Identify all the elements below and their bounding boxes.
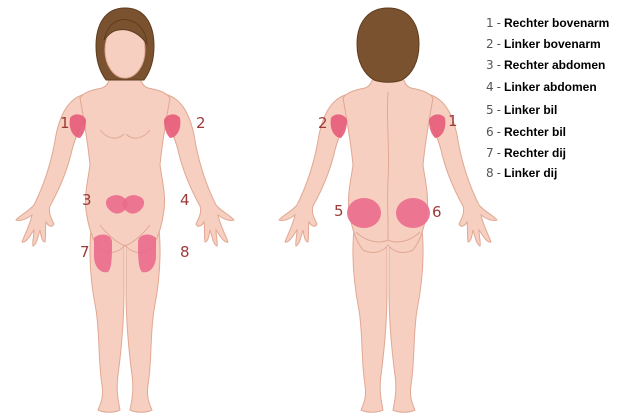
back-hair	[356, 7, 420, 83]
front-left-arm	[165, 94, 235, 247]
legend-item: 7-Rechter dij	[486, 144, 566, 162]
legend-number: 2	[486, 37, 494, 51]
legend-item: 1-Rechter bovenarm	[486, 14, 609, 32]
legend-label: Rechter bovenarm	[503, 16, 610, 30]
legend-label: Linker bovenarm	[503, 37, 601, 51]
legend-label: Rechter bil	[503, 125, 566, 139]
front-area-1-right-upper-arm	[69, 114, 86, 138]
legend-dash: -	[496, 80, 501, 94]
back-marker-1: 1	[448, 112, 458, 130]
legend-item: 2-Linker bovenarm	[486, 35, 601, 53]
front-area-8-left-thigh	[138, 234, 156, 273]
legend-dash: -	[496, 16, 501, 30]
front-marker-7: 7	[80, 243, 90, 261]
legend-dash: -	[496, 125, 501, 139]
legend-dash: -	[496, 37, 501, 51]
back-area-2-left-upper-arm	[330, 114, 347, 138]
front-marker-1: 1	[60, 114, 70, 132]
back-right-arm	[428, 94, 498, 247]
legend-label: Linker abdomen	[503, 80, 597, 94]
front-marker-4: 4	[180, 191, 190, 209]
front-marker-2: 2	[196, 114, 206, 132]
legend-item: 6-Rechter bil	[486, 123, 566, 141]
legend-number: 6	[486, 125, 494, 139]
front-torso	[79, 69, 171, 253]
front-area-3-right-abdomen	[105, 195, 128, 214]
back-buttocks-line	[355, 218, 421, 243]
legend-label: Linker dij	[503, 166, 558, 180]
front-area-2-left-upper-arm	[164, 114, 181, 138]
front-hair-fringe	[103, 19, 148, 46]
legend-dash: -	[496, 146, 501, 160]
front-pelvis-line	[99, 224, 151, 247]
back-area-1-right-upper-arm	[429, 114, 446, 138]
back-area-6-right-buttock	[396, 198, 430, 228]
legend-number: 7	[486, 146, 494, 160]
back-marker-6: 6	[432, 203, 442, 221]
front-marker-3: 3	[82, 191, 92, 209]
legend-item: 8-Linker dij	[486, 164, 557, 182]
legend-number: 1	[486, 16, 494, 30]
back-body-figure	[278, 7, 498, 413]
front-body-figure	[15, 7, 235, 413]
legend-number: 8	[486, 166, 494, 180]
front-marker-8: 8	[180, 243, 190, 261]
back-marker-5: 5	[334, 202, 344, 220]
legend-label: Rechter abdomen	[503, 58, 606, 72]
legend-number: 3	[486, 58, 494, 72]
back-spine-line	[386, 91, 390, 226]
front-area-4-left-abdomen	[122, 195, 145, 214]
legend-label: Rechter dij	[503, 146, 566, 160]
legend-item: 4-Linker abdomen	[486, 78, 597, 96]
legend-dash: -	[496, 103, 501, 117]
legend-item: 3-Rechter abdomen	[486, 56, 605, 74]
legend-number: 5	[486, 103, 494, 117]
legend-dash: -	[496, 58, 501, 72]
back-marker-2: 2	[318, 114, 328, 132]
back-right-leg	[388, 219, 424, 413]
legend-item: 5-Linker bil	[486, 101, 557, 119]
back-left-leg	[352, 219, 388, 413]
legend-dash: -	[496, 166, 501, 180]
front-area-7-right-thigh	[94, 234, 112, 273]
front-chest-line	[99, 129, 151, 139]
back-left-arm	[278, 94, 348, 247]
back-area-5-left-buttock	[347, 198, 381, 228]
legend-label: Linker bil	[503, 103, 558, 117]
front-right-arm	[15, 94, 85, 247]
legend-number: 4	[486, 80, 494, 94]
